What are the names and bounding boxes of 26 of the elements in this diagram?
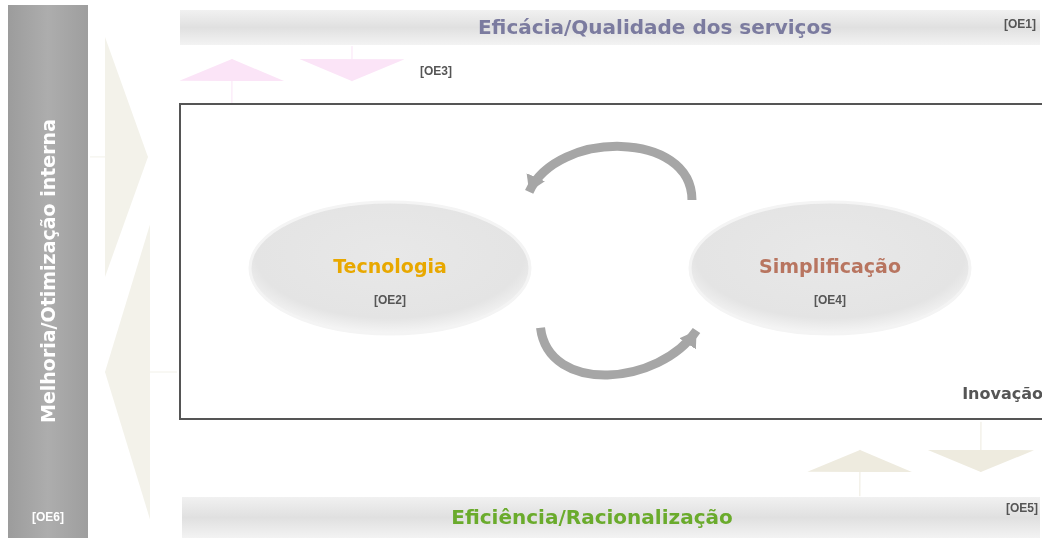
curved-arrow [525, 141, 697, 201]
title-text: Eficácia/Qualidade dos serviços [476, 15, 834, 39]
title-text: Inovação [961, 384, 1042, 403]
oval [688, 200, 972, 336]
title-text: Simplificação [758, 255, 902, 277]
oval [248, 200, 532, 336]
triangle-arrow [927, 421, 1035, 473]
triangle-arrow [179, 58, 285, 104]
chevron-arrow [89, 36, 149, 277]
code-label: [OE3] [420, 64, 452, 78]
code-label: [OE4] [813, 293, 847, 307]
heading-bar [182, 497, 1040, 538]
chevron-arrow [104, 224, 178, 520]
title-text: Tecnologia [332, 255, 448, 277]
code-label: [OE1] [1003, 17, 1036, 31]
title-text: Eficiência/Racionalização [450, 505, 734, 529]
title-text: Melhoria/Otimização interna [37, 119, 59, 423]
triangle-arrow [299, 45, 405, 82]
code-label: [OE2] [373, 293, 407, 307]
frame-box [179, 103, 1042, 420]
curved-arrow [536, 326, 700, 380]
code-label: [OE6] [31, 510, 65, 524]
code-label: [OE5] [1005, 501, 1038, 515]
triangle-arrow [807, 449, 913, 497]
side-bar [8, 5, 88, 538]
heading-bar [180, 10, 1040, 45]
